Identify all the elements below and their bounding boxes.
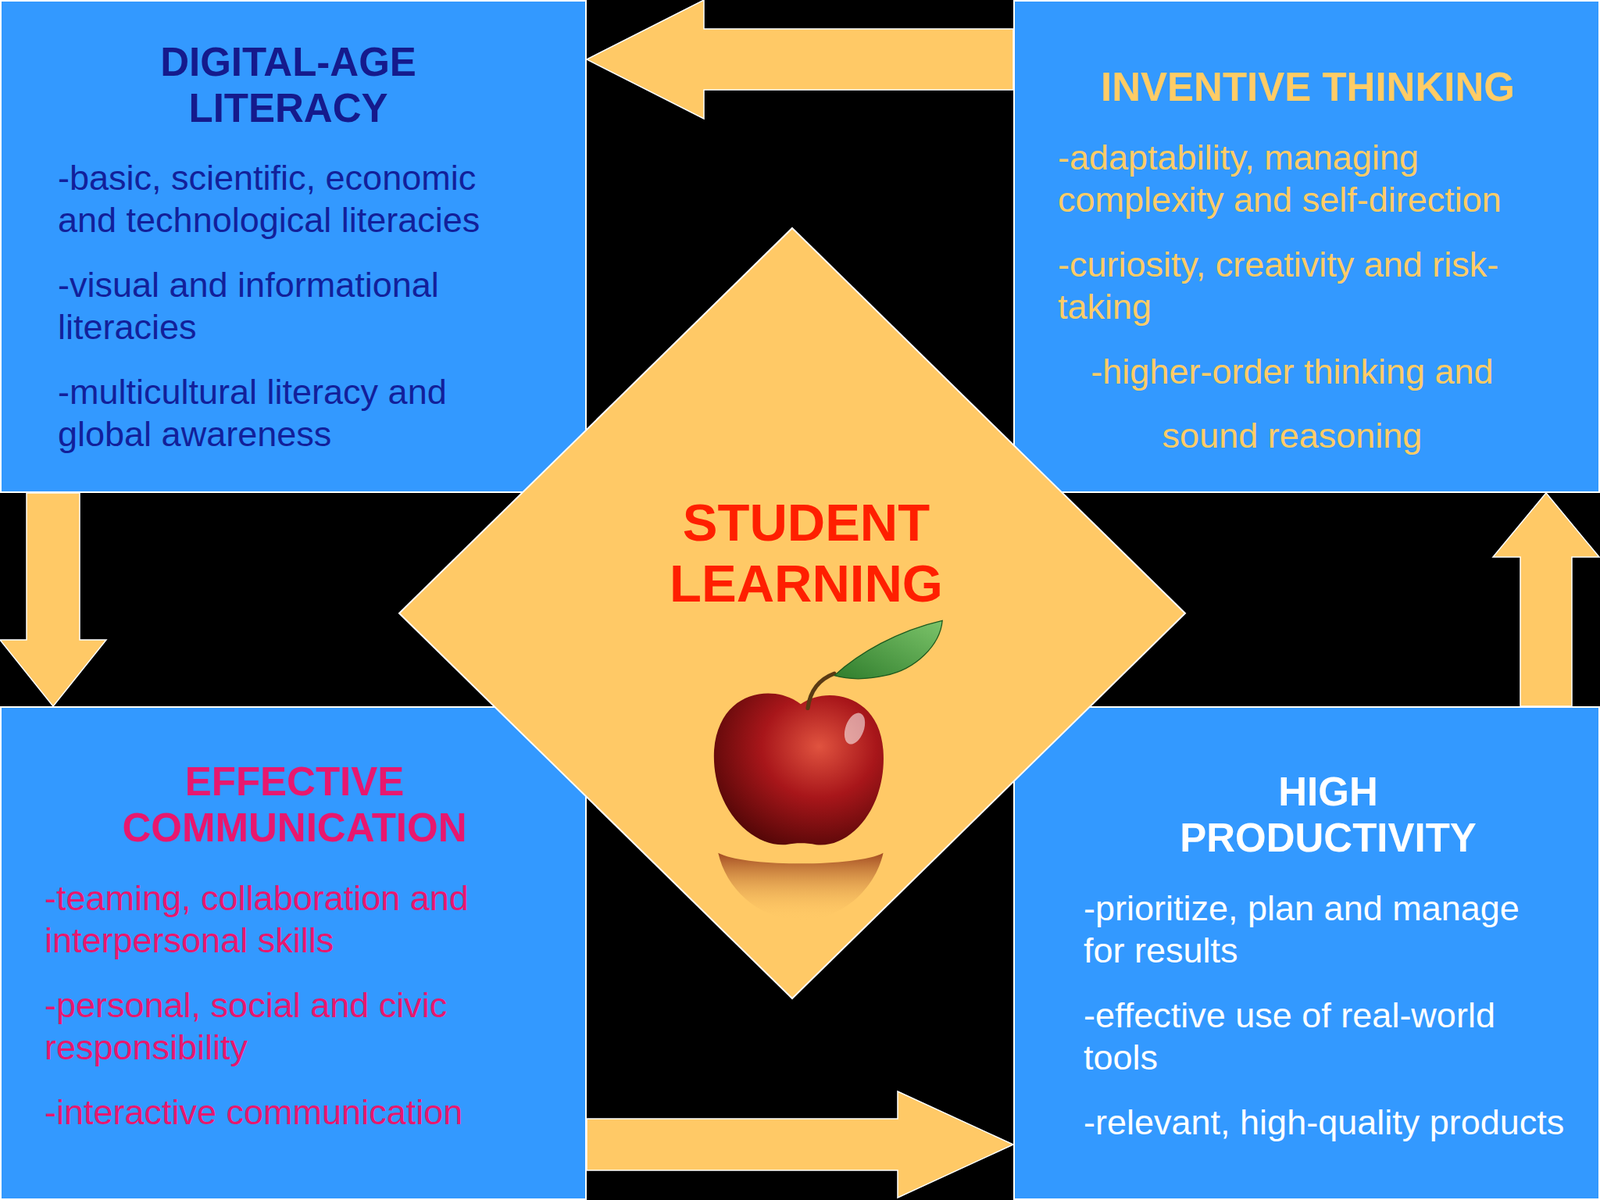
bullet-list: -adaptability, managing complexity and s…	[1057, 136, 1527, 468]
bullet-item: -prioritize, plan and manage for results	[1083, 887, 1568, 972]
bullet-item: -personal, social and civic responsibili…	[44, 984, 514, 1069]
bullet-list: -basic, scientific, economic and technol…	[57, 157, 519, 456]
bullet-item: -teaming, collaboration and interpersona…	[44, 877, 514, 962]
bullet-item: -interactive communication	[44, 1091, 514, 1134]
bullet-item: -multicultural literacy and global aware…	[57, 371, 519, 456]
bullet-item: -curiosity, creativity and risk-taking	[1057, 243, 1527, 329]
center-label: STUDENT LEARNING	[610, 492, 1002, 615]
category-box: DIGITAL-AGE LITERACY -basic, scientific, …	[0, 0, 587, 493]
category-box: INVENTIVE THINKING -adaptability, managin…	[1013, 0, 1600, 493]
apple-stem	[807, 673, 835, 708]
flow-arrow	[1492, 492, 1600, 707]
heading-wrap: STUDENT LEARNING	[610, 492, 1002, 615]
bullet-item: -effective use of real-world tools	[1083, 994, 1568, 1079]
bullet-item: -adaptability, managing complexity and s…	[1057, 136, 1527, 222]
bullet-list: -prioritize, plan and manage for results…	[1083, 887, 1568, 1144]
center-diamond: STUDENT LEARNING	[397, 226, 1187, 1000]
flow-arrow	[0, 492, 107, 707]
box-heading: HIGH PRODUCTIVITY	[1156, 768, 1500, 861]
bullet-item: -higher-order thinking and sound reasoni…	[1057, 339, 1527, 468]
apple-illustration	[703, 607, 949, 924]
bullet-item: -basic, scientific, economic and technol…	[57, 157, 519, 242]
bullet-list: -teaming, collaboration and interpersona…	[44, 877, 514, 1134]
heading-wrap: INVENTIVE THINKING	[1034, 64, 1582, 111]
box-heading: EFFECTIVE COMMUNICATION	[99, 758, 490, 851]
category-box: HIGH PRODUCTIVITY -prioritize, plan and m…	[1013, 706, 1600, 1200]
heading-wrap: DIGITAL-AGE LITERACY	[124, 39, 453, 132]
flow-arrow	[586, 0, 1014, 119]
apple-highlight	[840, 710, 869, 747]
heading-wrap: EFFECTIVE COMMUNICATION	[99, 758, 490, 851]
heading-wrap: HIGH PRODUCTIVITY	[1156, 768, 1500, 861]
category-box: EFFECTIVE COMMUNICATION -teaming, collabo…	[0, 706, 587, 1200]
bullet-item: -relevant, high-quality products	[1083, 1101, 1568, 1144]
flow-arrow	[586, 1091, 1014, 1198]
apple-leaf	[834, 620, 943, 679]
apple-body	[714, 692, 884, 845]
box-heading: DIGITAL-AGE LITERACY	[124, 39, 453, 132]
bullet-item: -visual and informational literacies	[57, 264, 519, 349]
box-heading: INVENTIVE THINKING	[1034, 64, 1582, 111]
apple-reflection	[717, 853, 883, 921]
